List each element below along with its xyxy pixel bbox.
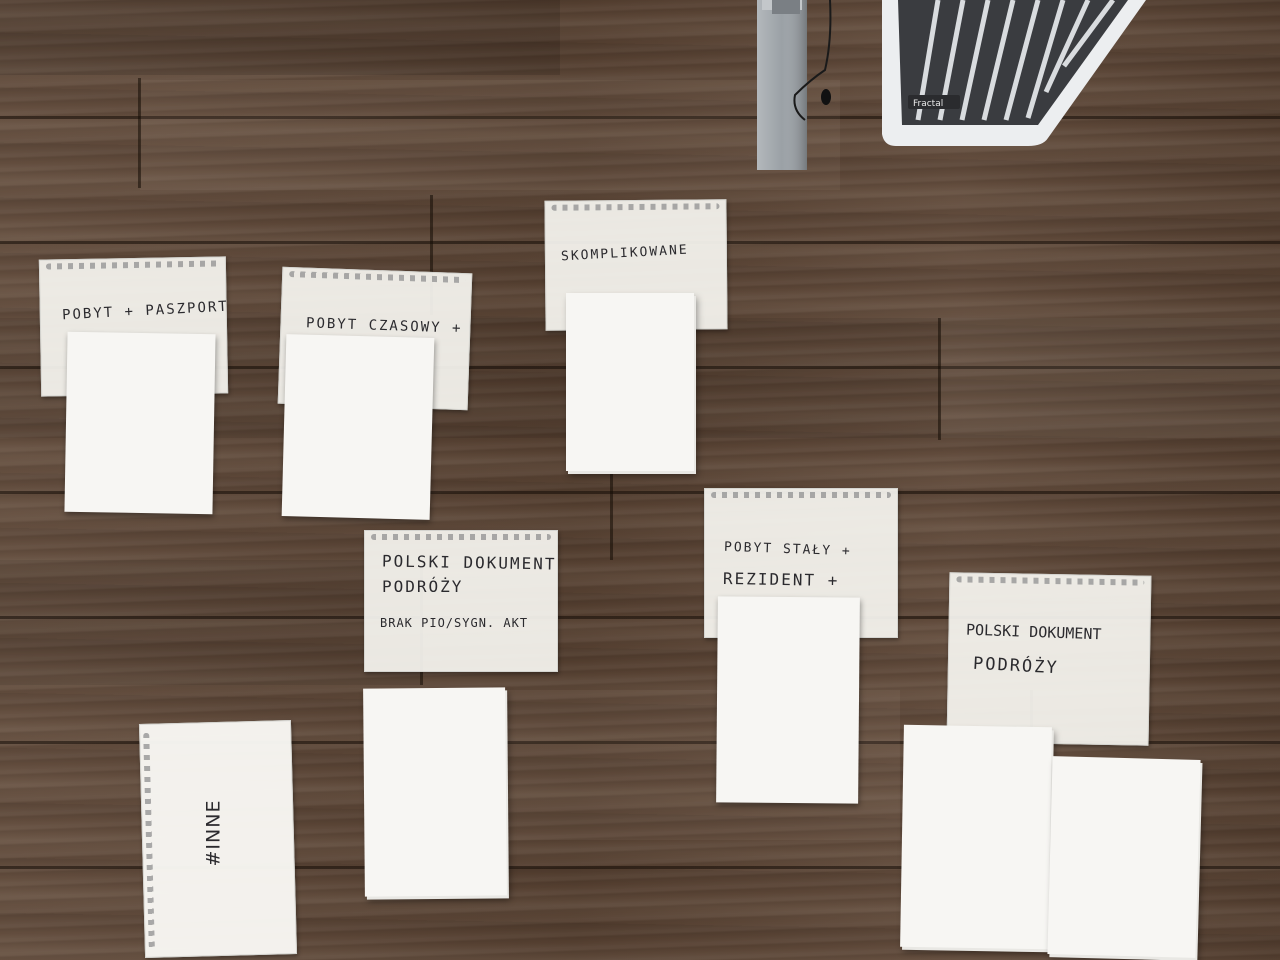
- fan-brand-text: Fractal: [913, 99, 943, 109]
- label-podrozy-1: PODRÓŻY: [382, 577, 464, 596]
- paper-stack: [900, 724, 1052, 950]
- sleeve-punch-holes: [45, 260, 219, 270]
- paper-sheet: [281, 334, 435, 520]
- paper-stack: [363, 687, 507, 897]
- floor-plank: [0, 0, 560, 75]
- paper-stack: [1047, 756, 1201, 958]
- document-sleeve: [364, 530, 558, 672]
- floor-seam: [610, 440, 613, 560]
- air-cooler-fan: Fractal: [882, 0, 1146, 146]
- sleeve-punch-holes: [551, 203, 720, 211]
- paper-sheet: [716, 596, 860, 804]
- floor-seam: [938, 318, 941, 440]
- sleeve-punch-holes: [289, 270, 466, 284]
- label-inne: #INNE: [202, 799, 225, 867]
- floor-plank: [140, 80, 840, 190]
- sleeve-punch-holes: [956, 576, 1145, 586]
- sleeve-punch-holes: [143, 732, 155, 949]
- monitor-stand: [757, 0, 832, 170]
- paper-sheet: [64, 331, 216, 515]
- paper-stack: [566, 293, 694, 471]
- floor-plank: [0, 560, 420, 685]
- label-brak-pio: BRAK PIO/SYGN. AKT: [380, 616, 529, 630]
- label-polski-dokument-1: POLSKI DOKUMENT: [381, 551, 557, 574]
- label-rezident: REZIDENT +: [722, 568, 840, 591]
- sleeve-punch-holes: [711, 492, 891, 498]
- floor-seam: [430, 195, 433, 315]
- sleeve-punch-holes: [371, 534, 551, 540]
- floor-seam: [138, 78, 141, 188]
- floor-plank: [940, 318, 1280, 438]
